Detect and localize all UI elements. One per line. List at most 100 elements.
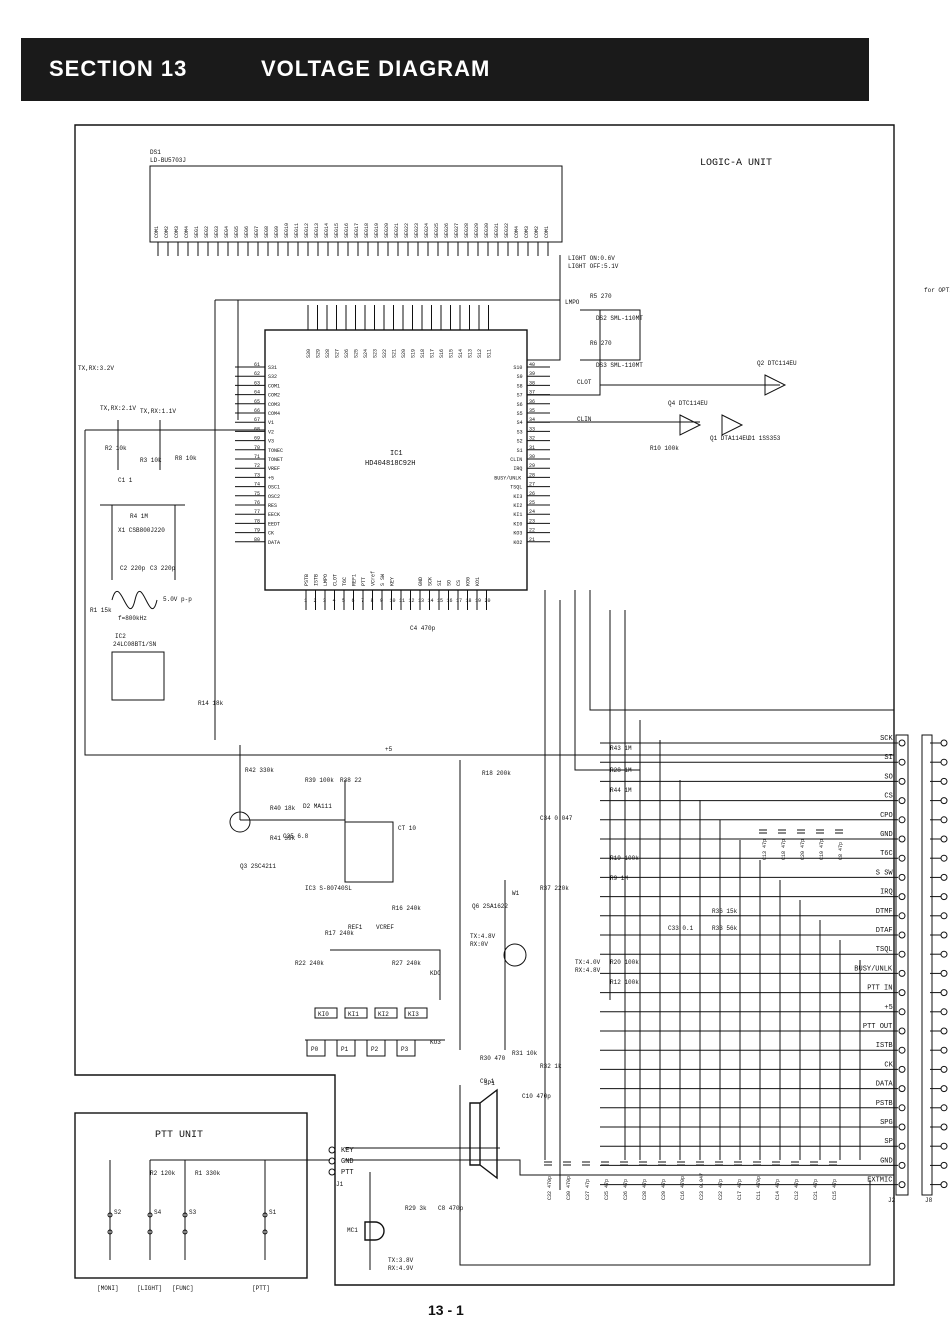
j2-pin-label: DTMF xyxy=(876,908,893,916)
ic1-pin-number: 70 xyxy=(254,445,260,451)
j2-pin xyxy=(898,873,906,881)
ic1-pin-name: OSC1 xyxy=(268,485,280,491)
component-ct10: CT 10 xyxy=(398,825,416,832)
ds1-ref: DS1 xyxy=(150,149,161,156)
component-mc1: MC1 xyxy=(347,1227,358,1234)
j8-pin xyxy=(940,835,948,843)
component-r43: R43 1M xyxy=(610,745,632,752)
ds1-part: LD-BU5703J xyxy=(150,157,186,164)
ic1-pin-number: 29 xyxy=(529,463,535,469)
ic1-part: HD404818C92H xyxy=(365,460,415,468)
j2-pin-label: ISTB xyxy=(876,1042,893,1050)
net-clin: CLIN xyxy=(577,416,592,423)
ic1-pin-number: 63 xyxy=(254,380,260,386)
component-r5: R5 270 xyxy=(590,293,612,300)
component-r4: R4 1M xyxy=(130,513,148,520)
j2-pin-label: CS xyxy=(884,793,892,801)
ic1-pin-name: S7 xyxy=(517,393,523,399)
ic1-pin-name: S25 xyxy=(354,349,360,358)
component-r41: R41 39k xyxy=(270,835,296,842)
ic2-eeprom xyxy=(111,651,165,701)
ic1-pin-name: COM3 xyxy=(268,402,280,408)
component-r8: R8 10k xyxy=(175,455,197,462)
ic1-pin-name: TONEC xyxy=(268,448,283,454)
j2-pin-label: SP xyxy=(884,1138,892,1146)
component-r1ptt: R1 330k xyxy=(195,1170,221,1177)
ic1-pin-number: 33 xyxy=(529,426,535,432)
j8-pin xyxy=(940,893,948,901)
ic1-pin-number: 31 xyxy=(529,445,535,451)
ptt-switch-label: [MONI] xyxy=(97,1285,119,1292)
ic1-pin-name: COM1 xyxy=(268,383,280,389)
component-r42: R42 330k xyxy=(245,767,274,774)
ptt-switch-contact xyxy=(182,1229,188,1235)
component-r44: R44 1M xyxy=(610,787,632,794)
j8-pin xyxy=(940,931,948,939)
ptt-unit-label: PTT UNIT xyxy=(155,1130,203,1141)
ic1-right-pins: 40S1039S938S837S736S635S534S433S332S231S… xyxy=(494,362,550,546)
ds1-pin-label: SEG16 xyxy=(344,223,350,238)
key-p-label: P0 xyxy=(311,1046,319,1053)
ic1-pin-number: 67 xyxy=(254,417,260,423)
component-c35: C35 6.8 xyxy=(283,833,309,840)
j2-pin-label: CPO xyxy=(880,812,893,820)
ds1-pin-label: SEG3 xyxy=(214,226,220,238)
ic1-pin-name: ISTB xyxy=(314,574,320,586)
ic1-bottom-pins: PSTB1ISTB2LMPO3CLOT4T6C5REF16PTT7VCref8S… xyxy=(304,571,491,610)
connector-j8 xyxy=(921,734,948,1196)
component-c8: C8 470p xyxy=(438,1205,464,1212)
ic1-pin-name: S24 xyxy=(363,349,369,358)
ic1-pin-name: S30 xyxy=(306,349,312,358)
ic1-pin-name: KI2 xyxy=(513,503,522,509)
ds1-pin-label: SEG8 xyxy=(264,226,270,238)
j1-pin xyxy=(328,1168,336,1176)
ic1-pin-name: KI1 xyxy=(513,512,522,518)
j1-pin xyxy=(328,1157,336,1165)
j2-pin-label: IRQ xyxy=(880,889,893,897)
ptt-switch-label: [LIGHT] xyxy=(137,1285,162,1292)
bottom-cap-label: C14 47p xyxy=(775,1179,781,1200)
ic1-pin-name: EEDT xyxy=(268,521,280,527)
component-c9: C9 1 xyxy=(480,1078,495,1085)
ptt-switch-contact xyxy=(262,1212,268,1218)
section-title: VOLTAGE DIAGRAM xyxy=(261,56,491,81)
ptt-switch-ref: S2 xyxy=(114,1209,122,1216)
voltage-mic-tx: TX:3.8V xyxy=(388,1257,414,1264)
ic1-pin-name: S16 xyxy=(439,349,445,358)
component-c34: C34 0.047 xyxy=(540,815,573,822)
ic1-pin-number: 9 xyxy=(380,598,383,604)
ic1-pin-number: 11 xyxy=(399,598,405,604)
mid-cap-label: C19 47p xyxy=(819,839,825,860)
option-label: for OPTION xyxy=(924,287,950,294)
component-w1: W1 xyxy=(512,890,520,897)
component-c33: C33 0.1 xyxy=(668,925,694,932)
logic-unit-frame xyxy=(74,124,895,1286)
ic1-pin-number: 19 xyxy=(475,598,481,604)
j2-pin xyxy=(898,912,906,920)
ptt-unit-frame xyxy=(74,1112,308,1279)
ic1-pin-name: KI3 xyxy=(513,494,522,500)
q4-buffer xyxy=(679,414,702,436)
ic1-pin-name: SI xyxy=(437,580,443,586)
ds1-pin-label: SEG15 xyxy=(334,223,340,238)
voltage-mic-rx: RX:4.9V xyxy=(388,1265,414,1272)
ic1-pin-number: 23 xyxy=(529,518,535,524)
ds1-pin-label: SEG20 xyxy=(384,223,390,238)
component-ic2-part: 24LC08BT1/SN xyxy=(113,641,157,648)
j2-pin xyxy=(898,1104,906,1112)
ic1-pin-name: S13 xyxy=(468,349,474,358)
ic1-pin-number: 15 xyxy=(437,598,443,604)
ic1-pin-name: PSTB xyxy=(304,574,310,586)
ptt-switch-contact xyxy=(147,1229,153,1235)
component-r18: R18 200k xyxy=(482,770,511,777)
ic1-pin-name: S20 xyxy=(401,349,407,358)
ptt-switch-contact xyxy=(147,1212,153,1218)
component-r22: R22 240k xyxy=(295,960,324,967)
ic1-pin-name: CLOT xyxy=(333,574,339,586)
bottom-cap-label: C17 47p xyxy=(737,1179,743,1200)
j2-pin xyxy=(898,1065,906,1073)
voltage-txrx-21: TX,RX:2.1V xyxy=(100,405,136,412)
ds1-pin-label: COM2 xyxy=(534,226,540,238)
j2-pin xyxy=(898,1161,906,1169)
